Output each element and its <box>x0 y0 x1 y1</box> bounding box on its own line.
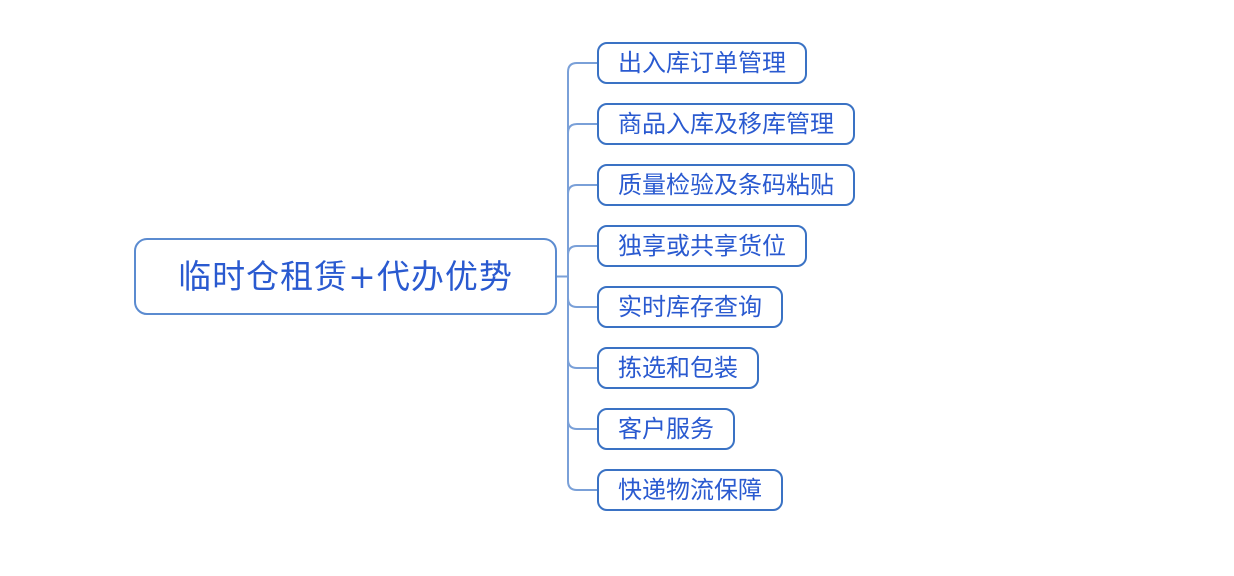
mindmap-child-node[interactable]: 快递物流保障 <box>597 469 783 511</box>
mindmap-child-node[interactable]: 商品入库及移库管理 <box>597 103 855 145</box>
mindmap-child-node[interactable]: 实时库存查询 <box>597 286 783 328</box>
mindmap-child-node[interactable]: 拣选和包装 <box>597 347 759 389</box>
mindmap-child-node[interactable]: 独享或共享货位 <box>597 225 807 267</box>
mindmap-child-node[interactable]: 客户服务 <box>597 408 735 450</box>
mindmap-root-node[interactable]: 临时仓租赁+代办优势 <box>134 238 557 315</box>
mindmap-child-node[interactable]: 质量检验及条码粘贴 <box>597 164 855 206</box>
mindmap-child-node[interactable]: 出入库订单管理 <box>597 42 807 84</box>
